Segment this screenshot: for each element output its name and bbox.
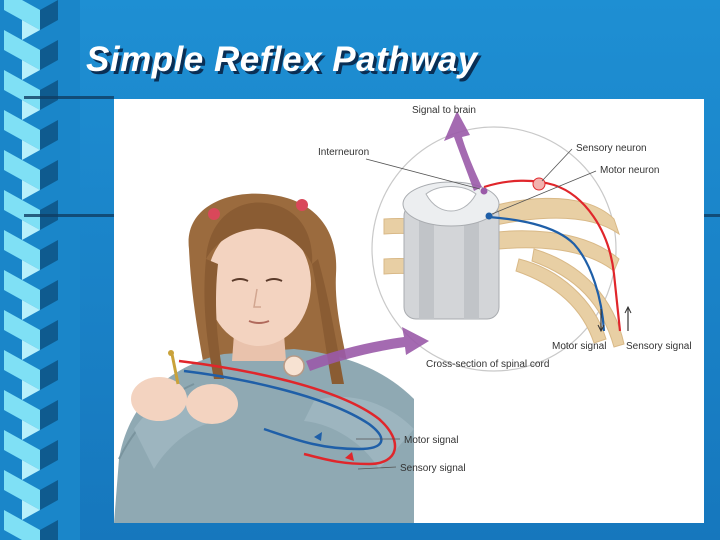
label-motor-signal-lower: Motor signal	[404, 435, 458, 446]
border-cube-face	[40, 240, 58, 270]
border-cube-face	[22, 380, 40, 400]
border-cube-face	[22, 340, 40, 360]
border-cube-face	[22, 260, 40, 280]
middle-rule-right	[700, 214, 720, 217]
border-cube-face	[22, 60, 40, 80]
top-rule	[24, 96, 114, 99]
label-sensory-signal-lower: Sensory signal	[400, 463, 466, 474]
border-cube-face	[40, 320, 58, 350]
border-cube-face	[22, 300, 40, 320]
right-hand	[186, 384, 238, 424]
border-cube-face	[40, 80, 58, 110]
left-hand	[131, 377, 187, 421]
middle-rule-left	[24, 214, 114, 217]
border-cube-face	[4, 430, 40, 470]
border-cube-face	[4, 270, 40, 310]
girl-figure	[114, 193, 414, 523]
border-cube-face	[40, 440, 58, 470]
border-cube-face	[40, 120, 58, 150]
label-motor-neuron: Motor neuron	[600, 165, 659, 176]
border-cube-face	[22, 220, 40, 240]
border-cube-face	[22, 460, 40, 480]
border-cube-face	[22, 420, 40, 440]
border-cube-face	[40, 160, 58, 190]
dorsal-root-ganglion	[283, 355, 305, 377]
border-cube-face	[40, 0, 58, 30]
border-cube-face	[4, 190, 40, 230]
label-sensory-signal-upper: Sensory signal	[626, 341, 692, 352]
border-cube-face	[40, 360, 58, 390]
border-cube-face	[4, 510, 40, 540]
reflex-pathway-illustration: Signal to brain Interneuron Sensory neur…	[114, 99, 704, 523]
border-cube-face	[4, 230, 40, 270]
border-cube-face	[4, 30, 40, 70]
border-cube-face	[40, 40, 58, 70]
border-cube-face	[4, 110, 40, 150]
border-cube-face	[22, 140, 40, 160]
border-cube-face	[4, 350, 40, 390]
face	[207, 222, 311, 346]
label-sensory-neuron: Sensory neuron	[576, 143, 647, 154]
border-cube-face	[4, 310, 40, 350]
motor-pathway	[183, 369, 383, 451]
border-cube-face	[40, 280, 58, 310]
label-interneuron: Interneuron	[318, 147, 369, 158]
label-cross-section: Cross-section of spinal cord	[426, 359, 549, 370]
border-cube-face	[22, 180, 40, 200]
magnify-arrow	[306, 327, 429, 371]
label-signal-to-brain: Signal to brain	[412, 105, 476, 116]
sensory-pathway	[178, 359, 397, 466]
sweater	[114, 349, 414, 523]
border-cube-face	[4, 150, 40, 190]
border-cube-face	[40, 400, 58, 430]
interneuron-cell	[480, 187, 488, 195]
border-cube-face	[4, 0, 40, 30]
border-cube-face	[4, 70, 40, 110]
border-cube-face	[22, 500, 40, 520]
motor-nerve-fiber	[488, 215, 606, 332]
leader-lines	[356, 148, 597, 470]
motor-neuron-cell	[485, 212, 493, 220]
illustration-svg: Signal to brain Interneuron Sensory neur…	[114, 105, 692, 523]
label-motor-signal-upper: Motor signal	[552, 341, 606, 352]
border-cube-face	[4, 470, 40, 510]
slide-title: Simple Reflex Pathway	[86, 40, 478, 79]
border-cube-face	[4, 390, 40, 430]
border-cube-face	[40, 480, 58, 510]
border-cube-face	[40, 520, 58, 540]
signal-to-brain-arrow	[444, 111, 482, 191]
border-cube-face	[22, 20, 40, 40]
decorative-border-strip	[0, 0, 80, 540]
border-cube-face	[22, 100, 40, 120]
